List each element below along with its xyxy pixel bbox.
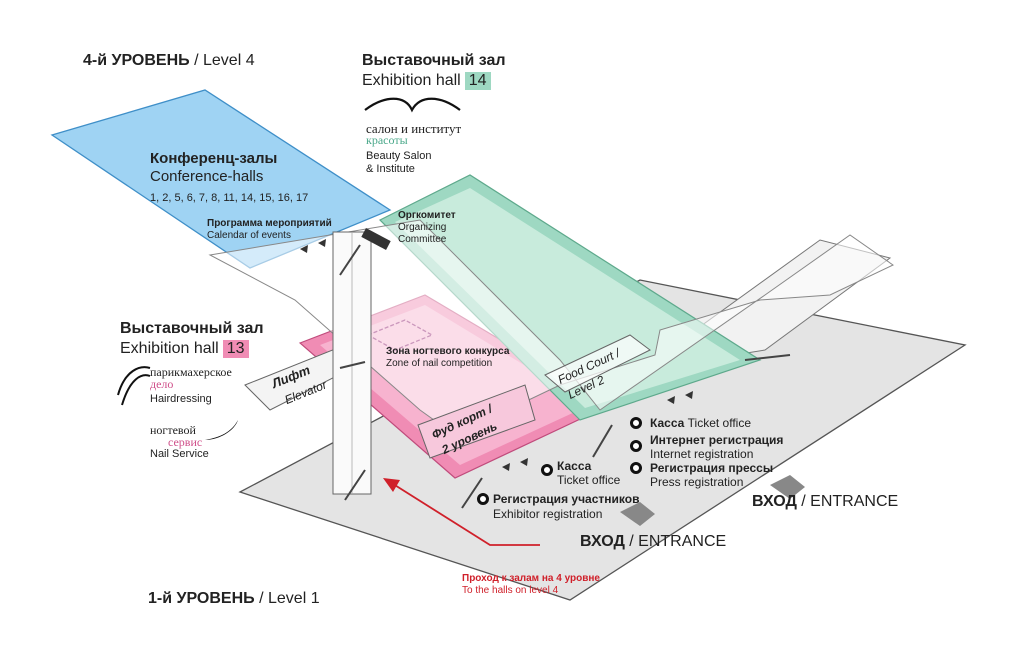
nailzone-en: Zone of nail competition: [386, 358, 493, 369]
nail-logo-icon: [205, 420, 238, 440]
kassa-left-en: Ticket office: [557, 473, 621, 487]
hairdressing-logo-text-2: дело: [150, 377, 174, 391]
nail-logo-text-2: сервис: [168, 435, 203, 449]
entrance-arrow-right: [770, 475, 805, 499]
location-marker-icon: [477, 417, 642, 505]
nailzone-ru: Зона ногтевого конкурса: [386, 346, 510, 357]
beauty-logo-text-2: красоты: [366, 133, 408, 147]
orgcom-desk: [361, 228, 391, 250]
hairdressing-en: Hairdressing: [150, 393, 212, 405]
conference-halls-floor: [50, 89, 392, 269]
halls-path-en: To the halls on level 4: [462, 585, 559, 596]
level4-label: 4-й УРОВЕНЬ / Level 4: [83, 52, 255, 69]
exhibitor-reg-ru: Регистрация участников: [493, 492, 640, 506]
foodcourt-banner-level1: [417, 384, 536, 459]
entrance-arrow-bottom: [620, 502, 655, 526]
entrance-right-label: ВХОД / ENTRANCE: [752, 493, 899, 510]
hall14-title-ru: Выставочный зал: [362, 52, 506, 69]
halls-path-ru: Проход к залам на 4 уровне: [462, 573, 600, 584]
hairdressing-logo-text: парикмахерское: [150, 365, 232, 379]
entrance-bottom-label: ВХОД / ENTRANCE: [580, 533, 727, 550]
program-ru: Программа мероприятий: [207, 218, 332, 229]
orgcom-ru: Оргкомитет: [398, 210, 456, 221]
chevron-icon: [300, 239, 693, 471]
beauty-en-1: Beauty Salon: [366, 150, 432, 162]
kassa-left-ru: Касса: [557, 459, 592, 473]
beauty-en-2: & Institute: [366, 163, 415, 175]
nail-en: Nail Service: [150, 448, 209, 460]
hall14-number-badge: 14: [464, 72, 491, 91]
beauty-logo-icon: [364, 97, 461, 113]
level1-label: 1-й УРОВЕНЬ / Level 1: [148, 590, 320, 607]
nail-logo-text: ногтевой: [150, 423, 196, 437]
path-to-level4-arrow: [389, 481, 540, 546]
conference-title-ru: Конференц-залы: [150, 150, 278, 167]
program-en: Calendar of events: [207, 230, 291, 241]
hall13-title-ru: Выставочный зал: [120, 320, 264, 337]
conference-title-en: Conference-halls: [150, 168, 264, 185]
orgcom-en-1: Organizing: [398, 222, 447, 233]
kassa-right: Касса Ticket office: [650, 416, 752, 430]
exhibitor-reg-en: Exhibitor registration: [493, 507, 603, 521]
escalator-icon: [339, 244, 791, 509]
beauty-logo-text: салон и институт: [366, 121, 462, 136]
orgcom-en-2: Committee: [398, 234, 447, 245]
conference-hall-numbers: 1, 2, 5, 6, 7, 8, 11, 14, 15, 16, 17: [150, 192, 309, 204]
foodcourt-banner-level4: [544, 334, 651, 393]
hall13-number-badge: 13: [222, 340, 249, 359]
internet-reg-en: Internet registration: [650, 447, 754, 461]
press-reg-en: Press registration: [650, 475, 744, 489]
hall14-inner: [395, 188, 740, 408]
press-reg-ru: Регистрация прессы: [650, 461, 774, 475]
internet-reg-ru: Интернет регистрация: [650, 433, 784, 447]
hairdressing-logo-icon: [117, 366, 151, 406]
